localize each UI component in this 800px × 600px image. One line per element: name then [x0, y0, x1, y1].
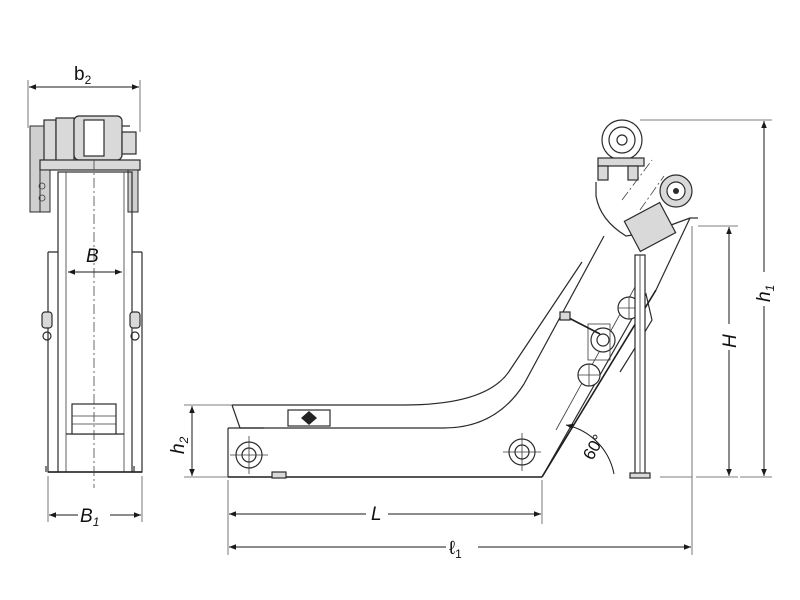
roller-incline-low: [577, 363, 601, 387]
label-B1: B1: [80, 506, 99, 529]
front-frame: [41, 160, 143, 488]
side-view: 60° h2 L ℓ1 H: [168, 119, 777, 561]
label-angle: 60°: [579, 431, 608, 463]
roller-left: [230, 436, 268, 474]
dimension-h2: h2: [168, 404, 232, 478]
label-H: H: [720, 334, 741, 348]
dimension-B1: B1: [47, 476, 143, 529]
motor-box: [621, 159, 677, 253]
drive-motor: [29, 115, 141, 213]
label-B: B: [86, 246, 99, 267]
head-roller: [597, 119, 645, 181]
label-h2: h2: [168, 436, 191, 454]
dimension-h1: h1: [640, 119, 777, 478]
label-l1: ℓ1: [449, 538, 462, 561]
dimension-B: B: [68, 246, 122, 275]
support-column: [271, 254, 692, 479]
dimension-b2: b2: [27, 64, 141, 132]
dimension-L: L: [227, 480, 543, 555]
label-h1: h1: [754, 285, 777, 302]
dimension-l1: ℓ1: [229, 226, 693, 561]
dimension-H: H: [696, 225, 741, 478]
label-b2: b2: [74, 64, 92, 87]
label-L: L: [371, 504, 382, 525]
tensioner-wheel: [559, 311, 616, 361]
front-view: b2 B B1: [27, 64, 143, 529]
drive-sprocket: [659, 174, 693, 208]
roller-middle: [503, 433, 541, 471]
angle-60: 60°: [565, 423, 615, 475]
